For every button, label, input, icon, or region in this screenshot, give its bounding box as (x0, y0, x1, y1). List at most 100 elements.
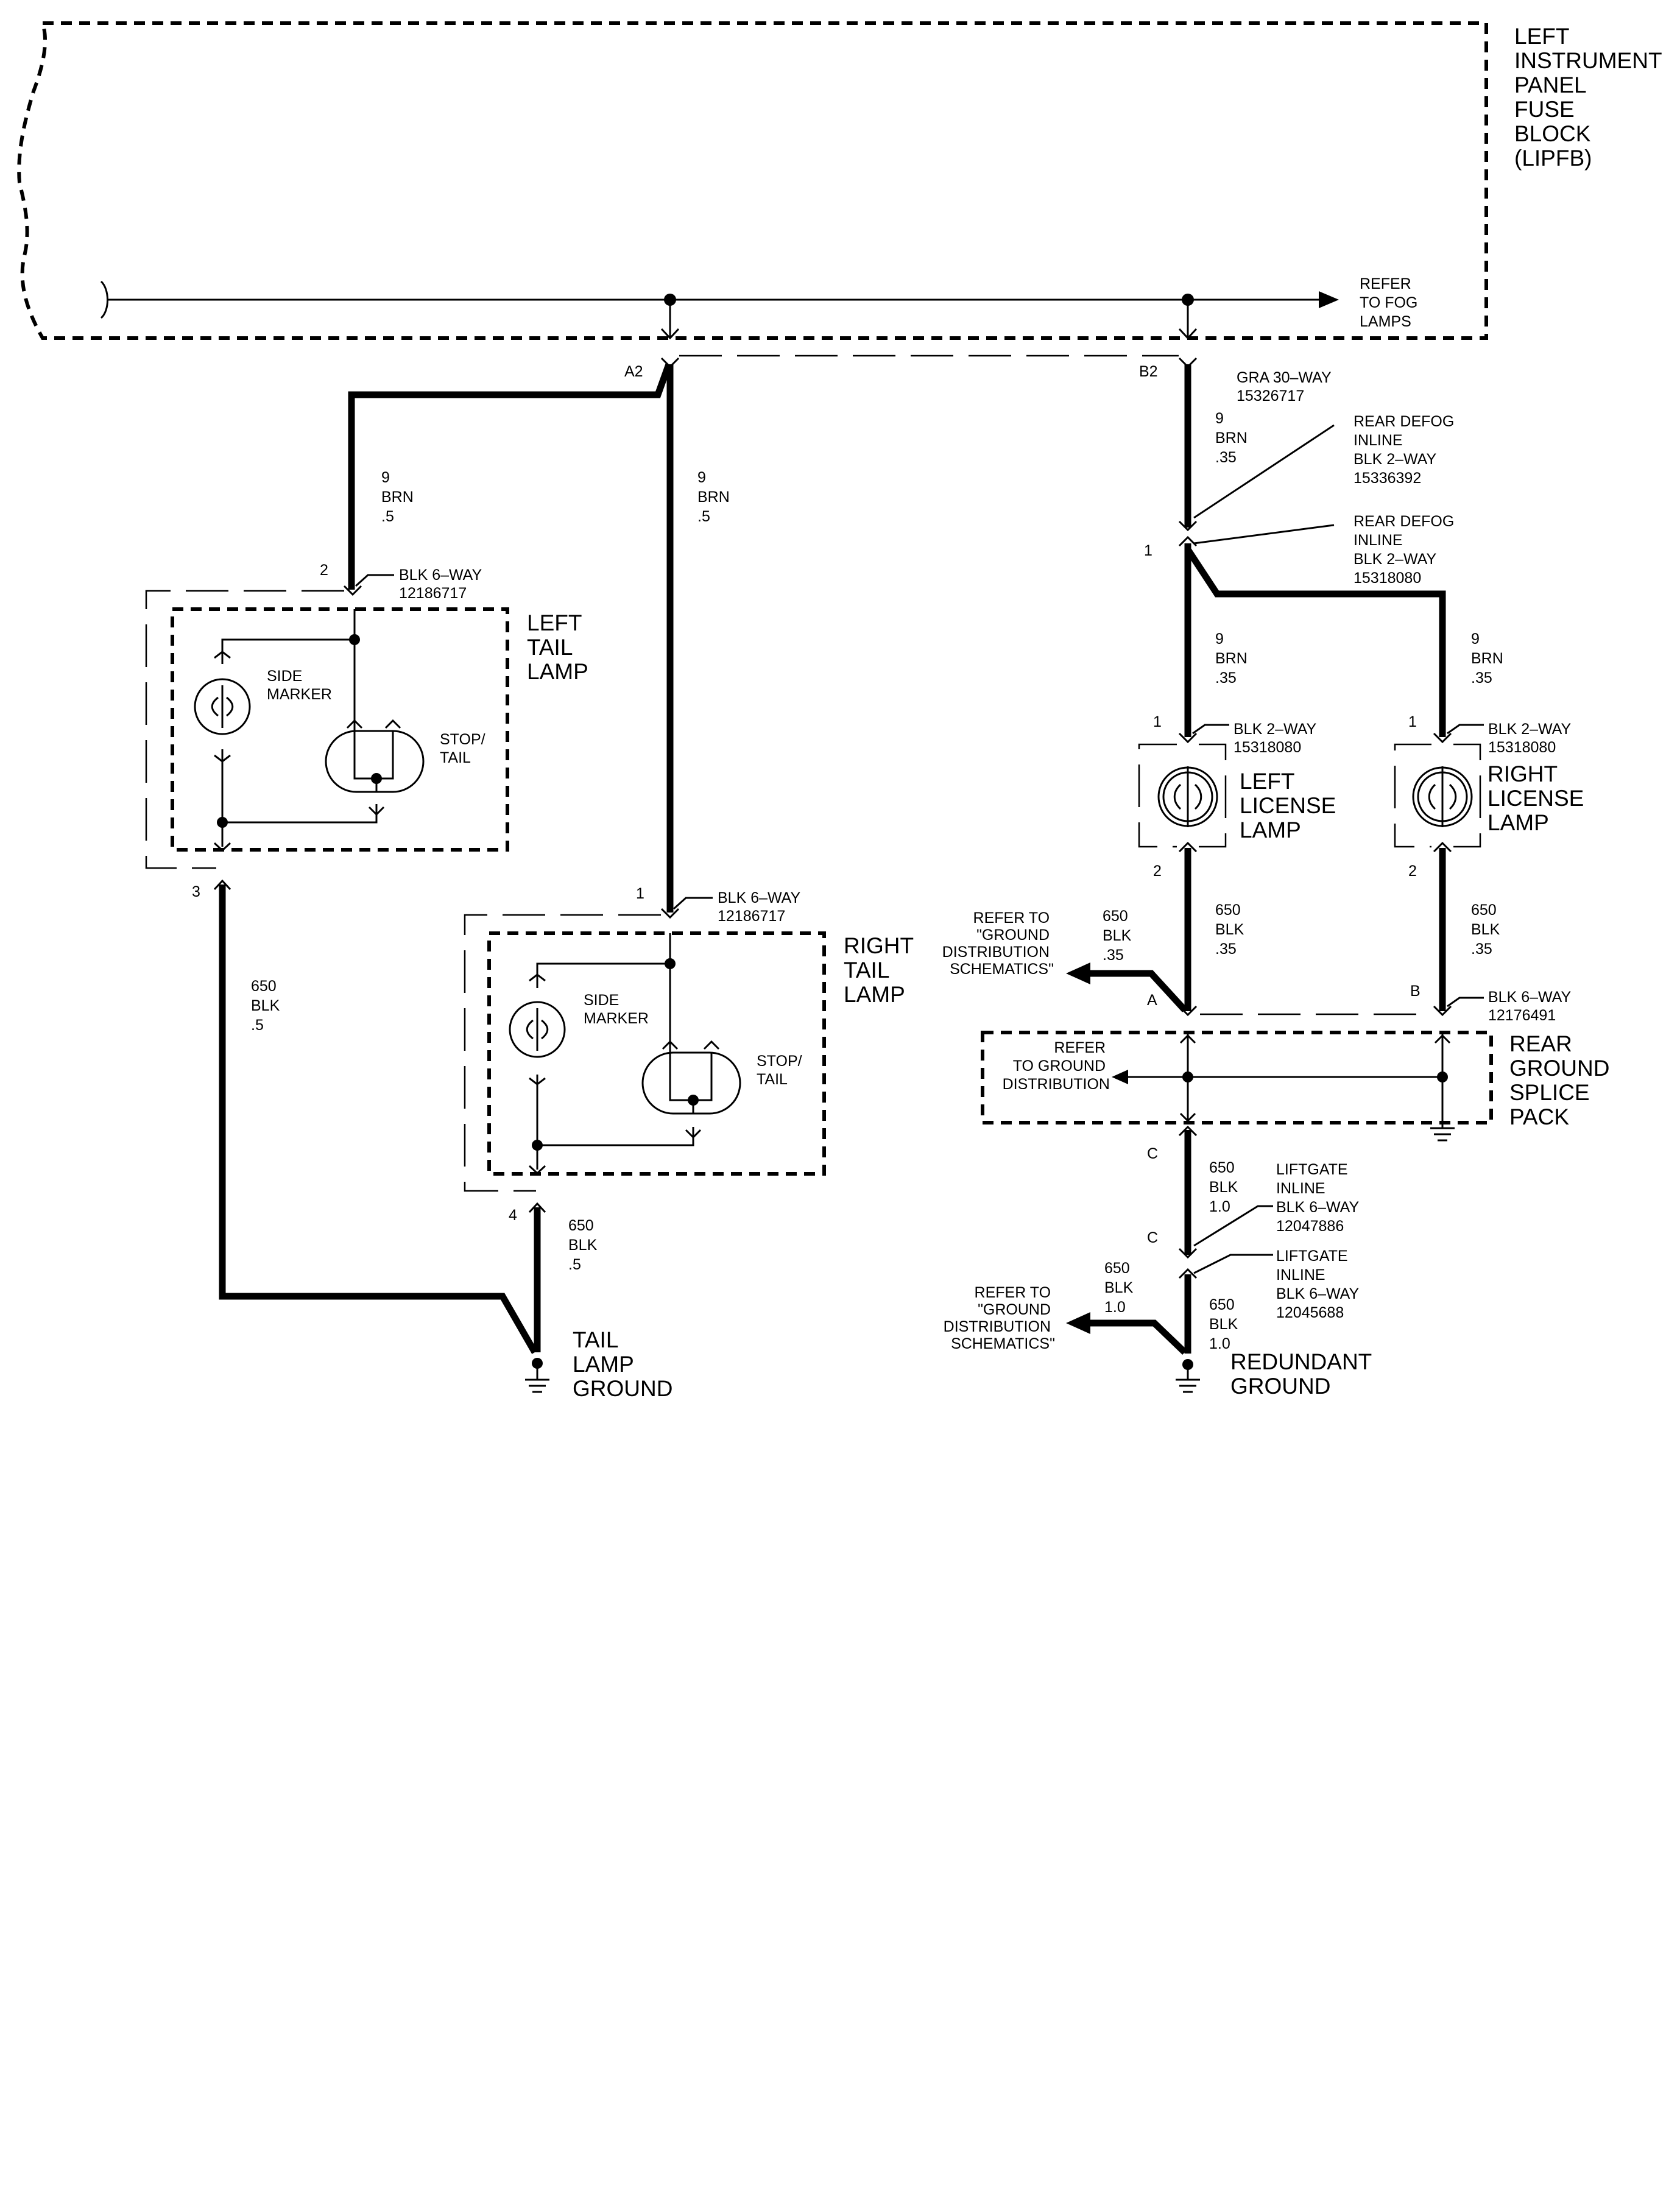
chevron-rl-1 (1433, 732, 1452, 744)
right-tail-lamp-label: RIGHT TAIL LAMP (844, 933, 920, 1007)
left-stop-tail-arrows (346, 719, 401, 816)
chevron-lift-out (1178, 1268, 1198, 1279)
left-tail-lamp-box (171, 607, 509, 852)
fog-arrow-icon (1319, 291, 1339, 308)
ground-dist-arrow-icon (1112, 1070, 1128, 1084)
fuse-block-outline (17, 21, 1488, 340)
chevron-lt-3 (213, 879, 231, 891)
left-stop-tail-label: STOP/ TAIL (440, 731, 490, 766)
left-license-lamp-label: LEFT LICENSE LAMP (1240, 769, 1343, 842)
left-license-filament (1173, 766, 1202, 827)
pin-lift-c1: C (1147, 1145, 1158, 1162)
leader-ll (1192, 724, 1229, 735)
chevron-defog-out (1178, 535, 1198, 547)
left-stop-tail-dot (371, 773, 382, 784)
chevron-rt-4-out (528, 1165, 546, 1175)
chevron-rt-1 (660, 908, 680, 919)
connector-left-tail: BLK 6–WAY 12186717 (399, 567, 486, 602)
wire-label-rt-gnd: 650 BLK .5 (568, 1217, 601, 1273)
connector-defog-inline-2: REAR DEFOG INLINE BLK 2–WAY 15318080 (1354, 513, 1458, 587)
right-tail-splice-2 (532, 1140, 543, 1151)
tail-lamp-ground-label: TAIL LAMP GROUND (573, 1327, 672, 1401)
chevron-lift-c1 (1178, 1125, 1198, 1137)
right-tail-internal-wires (536, 933, 694, 1170)
redundant-ground-icon (1176, 1364, 1200, 1393)
left-tail-internal-wires (221, 609, 378, 847)
right-side-marker-arrows (529, 973, 546, 1086)
pin-rt-1: 1 (636, 885, 644, 902)
wire-defog-to-right-license (1185, 547, 1446, 737)
redundant-ref-arrow-icon (1066, 1312, 1090, 1334)
wire-ground-ref-branch (1084, 970, 1188, 1012)
right-tail-lamp-box (487, 931, 826, 1176)
wire-label-rt: 9 BRN .5 (697, 469, 734, 525)
splice-dot-2 (1437, 1071, 1448, 1082)
splice-internal-bus (1124, 1033, 1444, 1124)
right-side-marker-filament-icon (526, 1008, 549, 1051)
connector-splice: BLK 6–WAY 12176491 (1488, 989, 1575, 1024)
chevron-rt-4 (528, 1202, 546, 1213)
wire-label-lt: 9 BRN .5 (381, 469, 418, 525)
wire-label-gnd-ref: 650 BLK .35 (1103, 908, 1135, 964)
right-tail-connector-outline (464, 914, 661, 1192)
left-license-outline (1138, 743, 1227, 848)
right-side-marker-label: SIDE MARKER (584, 992, 649, 1027)
bus-break-symbol (100, 280, 108, 319)
pin-defog-1: 1 (1144, 542, 1152, 559)
right-stop-tail-arrows (662, 1040, 720, 1139)
right-tail-splice-1 (665, 958, 676, 969)
splice-pack-box (981, 1031, 1493, 1124)
right-side-marker-bulb-icon (509, 1001, 566, 1058)
chevron-splice-b (1433, 1005, 1452, 1017)
pin-lt-2: 2 (320, 562, 328, 579)
chevron-lt-2 (343, 585, 362, 596)
arrow-defog-in (1178, 520, 1198, 532)
pin-ll-1: 1 (1153, 713, 1162, 730)
left-tail-splice-1 (349, 634, 360, 645)
leader-defog-2 (1193, 524, 1335, 545)
left-tail-lamp-label: LEFT TAIL LAMP (527, 610, 588, 684)
right-license-lamp-label: RIGHT LICENSE LAMP (1488, 761, 1590, 835)
left-tail-connector-outline (145, 590, 344, 869)
connector-defog-inline-1: REAR DEFOG INLINE BLK 2–WAY 15336392 (1354, 413, 1458, 487)
left-side-marker-filament-icon (211, 685, 234, 728)
ground-dist-ref: REFER TO GROUND DISTRIBUTION (1003, 1039, 1110, 1093)
tap-a2 (660, 300, 680, 340)
wire-label-ll: 9 BRN .35 (1215, 630, 1252, 687)
wire-redundant-ref-branch (1090, 1319, 1187, 1355)
splice-arrows (1179, 1034, 1451, 1123)
pin-splice-b: B (1410, 983, 1421, 1000)
pin-splice-a: A (1147, 992, 1157, 1009)
left-side-marker-arrows (214, 651, 231, 763)
chevron-lt-3-out (213, 842, 231, 852)
chevron-lift-in (1178, 1248, 1198, 1259)
splice-pack-label: REAR GROUND SPLICE PACK (1509, 1031, 1616, 1129)
right-license-outline (1394, 743, 1481, 848)
wire-label-ll-gnd: 650 BLK .35 (1215, 902, 1248, 958)
chevron-rl-2 (1433, 841, 1452, 853)
chevron-splice-a (1178, 1005, 1198, 1017)
fuse-block-label: LEFT INSTRUMENT PANEL FUSE BLOCK (LIPFB) (1514, 24, 1668, 171)
wire-label-lift-1: 650 BLK 1.0 (1209, 1159, 1242, 1215)
ground-ref-2: REFER TO "GROUND DISTRIBUTION SCHEMATICS… (944, 1284, 1055, 1352)
pin-lift-c2: C (1147, 1229, 1158, 1246)
right-license-filament (1428, 766, 1457, 827)
left-tail-splice-2 (217, 817, 228, 828)
splice-dot-1 (1182, 1071, 1193, 1082)
wire-label-lt-gnd: 650 BLK .5 (251, 978, 284, 1034)
connector-liftgate-2: LIFTGATE INLINE BLK 6–WAY 12045688 (1276, 1248, 1363, 1321)
ground-ref-arrow-icon (1066, 962, 1090, 984)
connector-right-tail: BLK 6–WAY 12186717 (718, 889, 805, 925)
ground-ref-1: REFER TO "GROUND DISTRIBUTION SCHEMATICS… (942, 909, 1054, 978)
connector-gra: GRA 30–WAY 15326717 (1237, 369, 1335, 404)
connector-leader-rt (672, 897, 713, 910)
tail-ground-icon (525, 1363, 549, 1393)
splice-ground-icon (1430, 1121, 1455, 1142)
pin-b2: B2 (1139, 363, 1158, 380)
connector-right-license: BLK 2–WAY 15318080 (1488, 721, 1575, 756)
right-stop-tail-dot (688, 1095, 699, 1106)
leader-splice (1447, 997, 1484, 1008)
left-side-marker-bulb-icon (194, 678, 251, 735)
connector-left-license: BLK 2–WAY 15318080 (1234, 721, 1321, 756)
right-stop-tail-bulb-icon (641, 1051, 741, 1115)
